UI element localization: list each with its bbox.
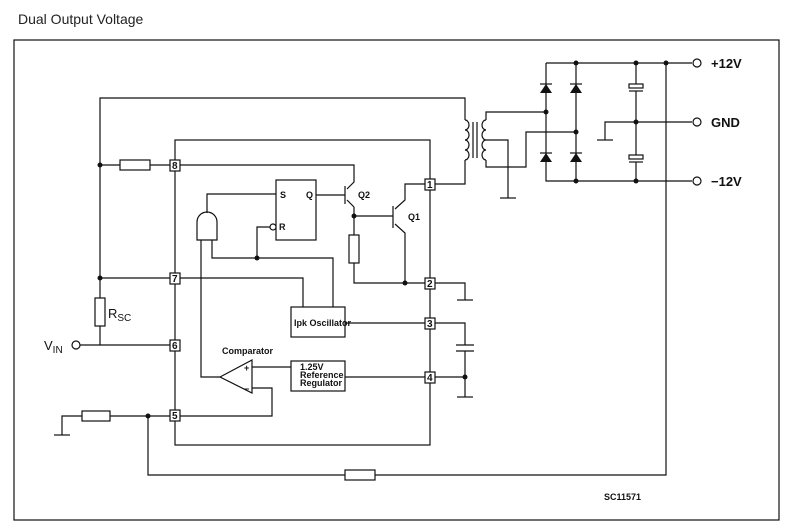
pin-4: 4 <box>427 373 433 384</box>
reference-regulator-block <box>290 360 346 392</box>
pin-7: 7 <box>172 274 178 285</box>
rsc-resistor <box>94 297 106 327</box>
figure-code: SC11571 <box>604 492 641 502</box>
vin-terminal <box>71 340 81 350</box>
oscillator-label: Ipk Oscillator <box>294 318 352 328</box>
diode-icon <box>540 153 552 162</box>
svg-text:VIN: VIN <box>44 338 63 356</box>
q2-label: Q2 <box>358 190 370 200</box>
flip-flop <box>275 179 317 241</box>
r-label: R <box>279 222 286 232</box>
diode-icon <box>570 84 582 93</box>
figure-title: Dual Output Voltage <box>18 11 144 27</box>
internal-circuit <box>180 160 474 417</box>
feedback-resistor <box>344 469 376 481</box>
vin-subscript: IN <box>53 345 63 356</box>
pin-6: 6 <box>172 341 178 352</box>
neg-terminal <box>692 176 702 186</box>
rsc-subscript: SC <box>117 313 131 324</box>
neg-output-label: −12V <box>711 174 742 189</box>
comparator-icon <box>218 359 253 394</box>
capacitor-icon <box>628 83 644 89</box>
transformer-icon <box>464 111 576 199</box>
pin-8: 8 <box>172 161 178 172</box>
diode-icon <box>540 84 552 93</box>
comparator-label: Comparator <box>222 346 274 356</box>
plus-sign: + <box>244 363 249 373</box>
bridge-rectifier <box>540 58 702 186</box>
ic-outline <box>174 139 431 446</box>
pin-1: 1 <box>427 180 433 191</box>
capacitor-icon <box>628 154 644 160</box>
resistor <box>348 234 360 264</box>
pin-2: 2 <box>427 279 433 290</box>
pos-terminal <box>692 58 702 68</box>
pin-5: 5 <box>172 411 178 422</box>
reference-label-1: 1.25V <box>300 362 324 372</box>
gnd-terminal <box>692 117 702 127</box>
reference-label-2: Reference <box>300 370 344 380</box>
and-gate-icon <box>196 211 218 241</box>
q-label: Q <box>306 190 313 200</box>
s-label: S <box>280 190 286 200</box>
minus-sign: − <box>244 384 249 394</box>
svg-text:RSC: RSC <box>108 306 131 324</box>
resistor <box>81 410 111 422</box>
reference-label-3: Regulator <box>300 378 343 388</box>
pos-output-label: +12V <box>711 56 742 71</box>
q1-label: Q1 <box>408 212 420 222</box>
input-network <box>54 63 667 481</box>
gnd-output-label: GND <box>711 115 740 130</box>
diode-icon <box>570 153 582 162</box>
pin-3: 3 <box>427 319 433 330</box>
rsc-label: R <box>108 306 117 321</box>
ipk-oscillator-block <box>290 306 346 338</box>
vin-label: V <box>44 338 53 353</box>
pins: 8 7 6 5 1 2 3 4 <box>169 159 436 422</box>
resistor <box>119 159 151 171</box>
frame <box>13 39 780 521</box>
